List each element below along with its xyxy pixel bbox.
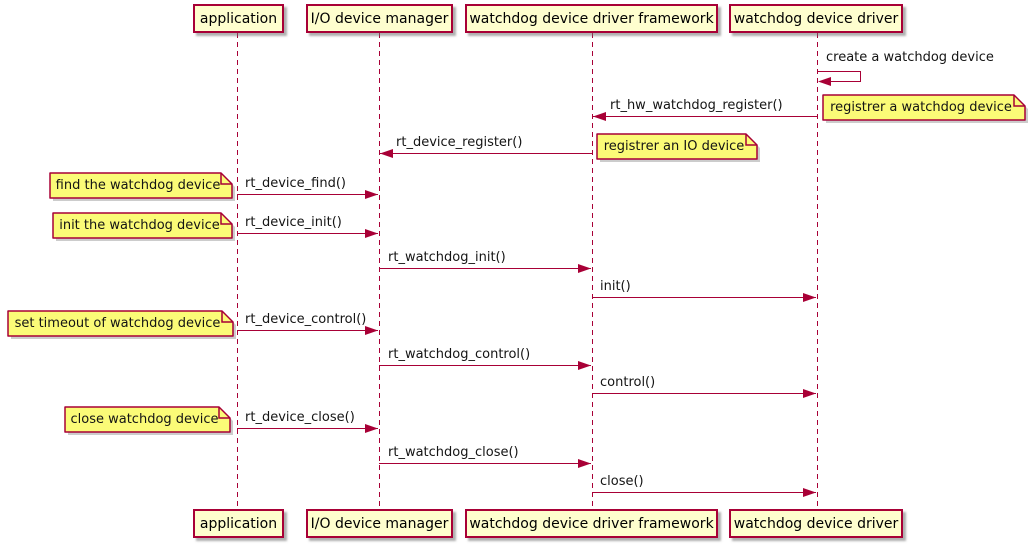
note-label-set-timeout-of-watchdog-device: set timeout of watchdog device [14, 316, 221, 331]
note-label-find-the-watchdog-device: find the watchdog device [55, 178, 221, 193]
message-label-rt-watchdog-control: rt_watchdog_control() [388, 347, 531, 362]
note-label-close-watchdog-device: close watchdog device [70, 412, 219, 427]
message-label-rt-watchdog-close: rt_watchdog_close() [388, 445, 519, 460]
participant-box-top-watchdog-driver: watchdog device driver [729, 4, 903, 33]
message-label-close: close() [600, 474, 644, 489]
self-message-line-create-a-watchdog-device [817, 71, 861, 82]
message-arrowhead-init [803, 293, 816, 302]
participant-box-bottom-io-device-manager: I/O device manager [306, 509, 453, 538]
self-message-arrowhead-create-a-watchdog-device [818, 77, 831, 86]
participant-box-bottom-application: application [193, 509, 284, 538]
note-label-init-the-watchdog-device: init the watchdog device [59, 218, 220, 233]
message-arrowhead-rt-watchdog-control [578, 361, 591, 370]
participant-box-bottom-watchdog-driver: watchdog device driver [729, 509, 903, 538]
message-arrowhead-control [803, 389, 816, 398]
message-label-init: init() [600, 279, 631, 294]
participant-box-top-application: application [193, 4, 284, 33]
message-label-rt-device-control: rt_device_control() [245, 312, 367, 327]
message-label-control: control() [600, 375, 656, 390]
message-label-rt-hw-watchdog-register: rt_hw_watchdog_register() [610, 98, 783, 113]
message-arrowhead-rt-device-close [365, 424, 378, 433]
message-label-rt-device-find: rt_device_find() [245, 176, 346, 191]
message-label-rt-device-register: rt_device_register() [396, 135, 523, 150]
message-arrowhead-rt-device-control [365, 326, 378, 335]
message-arrowhead-rt-device-find [365, 190, 378, 199]
message-arrowhead-rt-watchdog-close [578, 459, 591, 468]
participant-box-bottom-watchdog-framework: watchdog device driver framework [465, 509, 718, 538]
message-arrowhead-rt-watchdog-init [578, 264, 591, 273]
participant-box-top-io-device-manager: I/O device manager [306, 4, 453, 33]
message-label-rt-watchdog-init: rt_watchdog_init() [388, 250, 506, 265]
participant-box-top-watchdog-framework: watchdog device driver framework [465, 4, 718, 33]
message-arrowhead-close [803, 488, 816, 497]
message-label-rt-device-close: rt_device_close() [245, 410, 355, 425]
message-label-rt-device-init: rt_device_init() [245, 215, 342, 230]
message-arrowhead-rt-device-init [365, 229, 378, 238]
message-label-create-a-watchdog-device: create a watchdog device [826, 50, 994, 65]
note-label-registrer-an-io-device: registrer an IO device [603, 139, 745, 154]
note-label-registrer-a-watchdog-device: registrer a watchdog device [830, 100, 1012, 115]
message-arrowhead-rt-hw-watchdog-register [593, 112, 606, 121]
message-arrowhead-rt-device-register [380, 149, 393, 158]
